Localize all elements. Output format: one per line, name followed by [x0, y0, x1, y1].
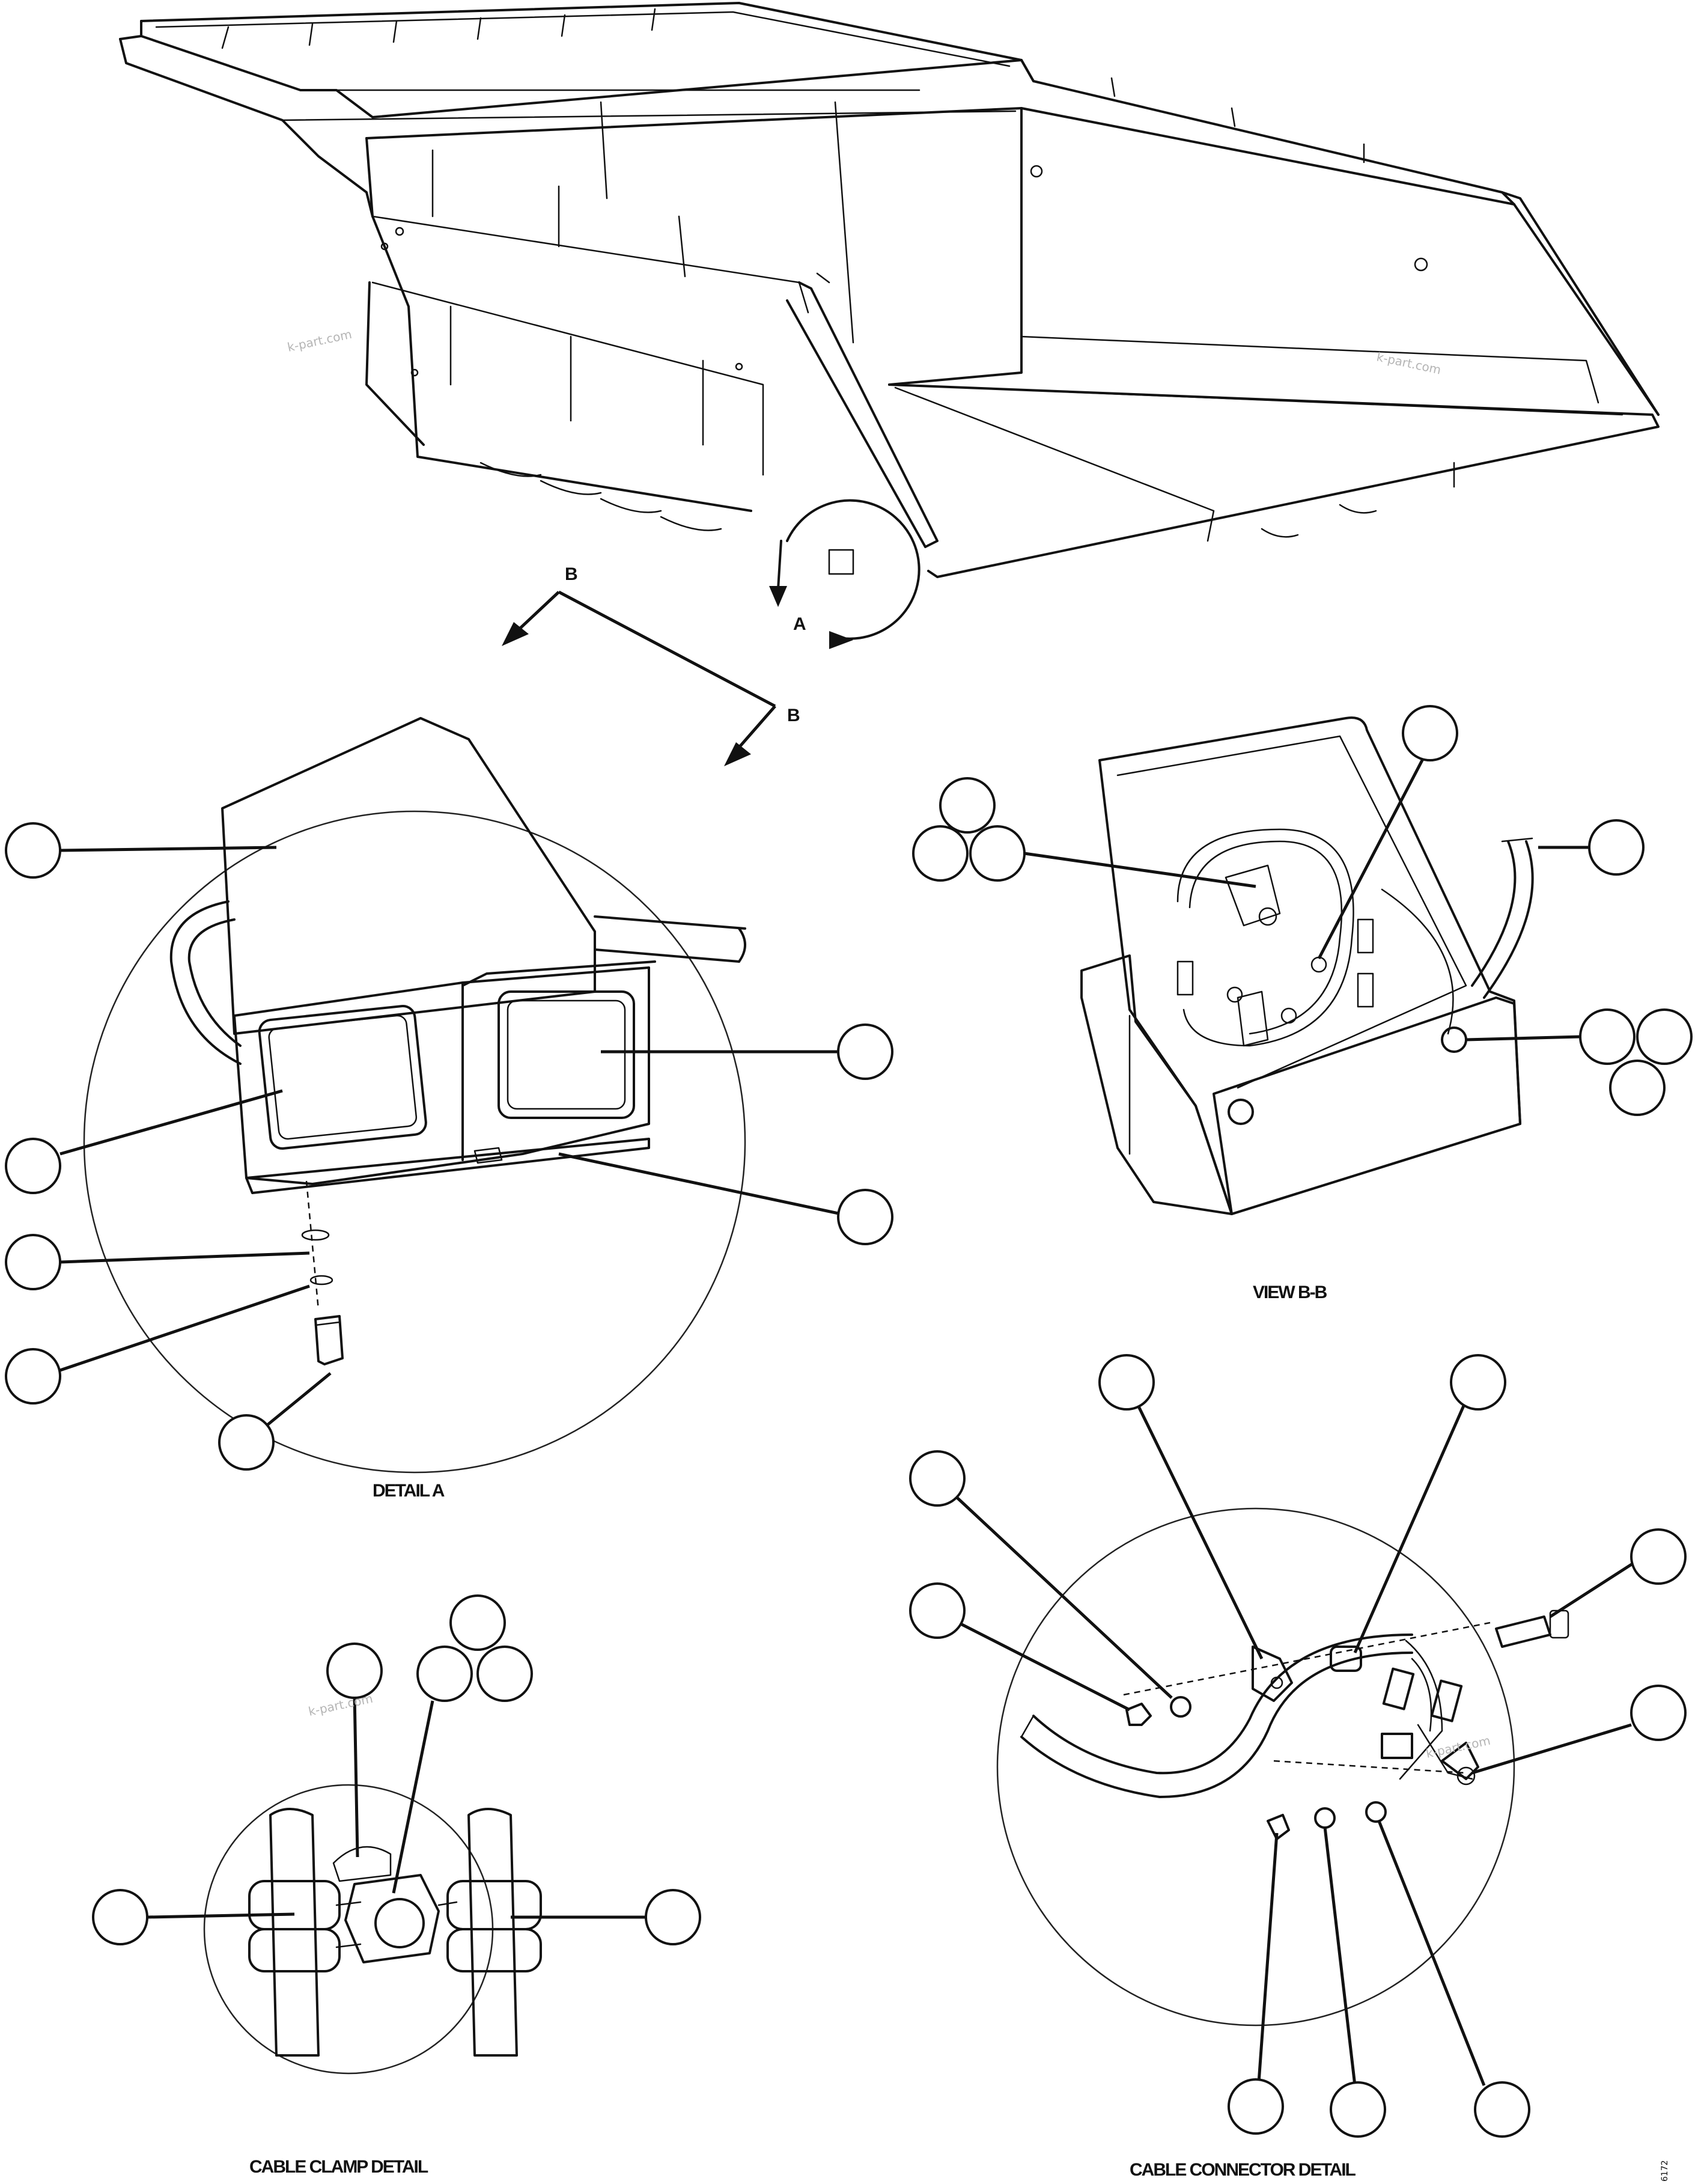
- view-b-drawing: [1080, 716, 1534, 1215]
- cable-clamp-callouts: [92, 1594, 701, 1945]
- caption-detail-a: DETAIL A: [373, 1481, 445, 1501]
- section-marker-b-left: B: [565, 564, 578, 584]
- watermark-4: k-part.com: [1425, 1733, 1492, 1761]
- caption-view-b: VIEW B-B: [1253, 1283, 1327, 1302]
- detail-a-drawing: [83, 717, 746, 1474]
- document-id: 6172: [1660, 2160, 1670, 2182]
- cable-connector-drawing: [996, 1507, 1569, 2027]
- section-marker-a: A: [793, 614, 806, 634]
- dump-body-drawing: [119, 2, 1660, 766]
- caption-cable-clamp: CABLE CLAMP DETAIL: [249, 2157, 428, 2177]
- cable-clamp-drawing: [203, 1784, 542, 2075]
- section-marker-b-right: B: [787, 706, 800, 725]
- cable-connector-callouts: [909, 1354, 1687, 2138]
- detail-a-callouts: [5, 822, 893, 1471]
- watermark-1: k-part.com: [286, 327, 353, 355]
- caption-cable-connector: CABLE CONNECTOR DETAIL: [1130, 2160, 1356, 2180]
- view-b-callouts: [912, 705, 1693, 1116]
